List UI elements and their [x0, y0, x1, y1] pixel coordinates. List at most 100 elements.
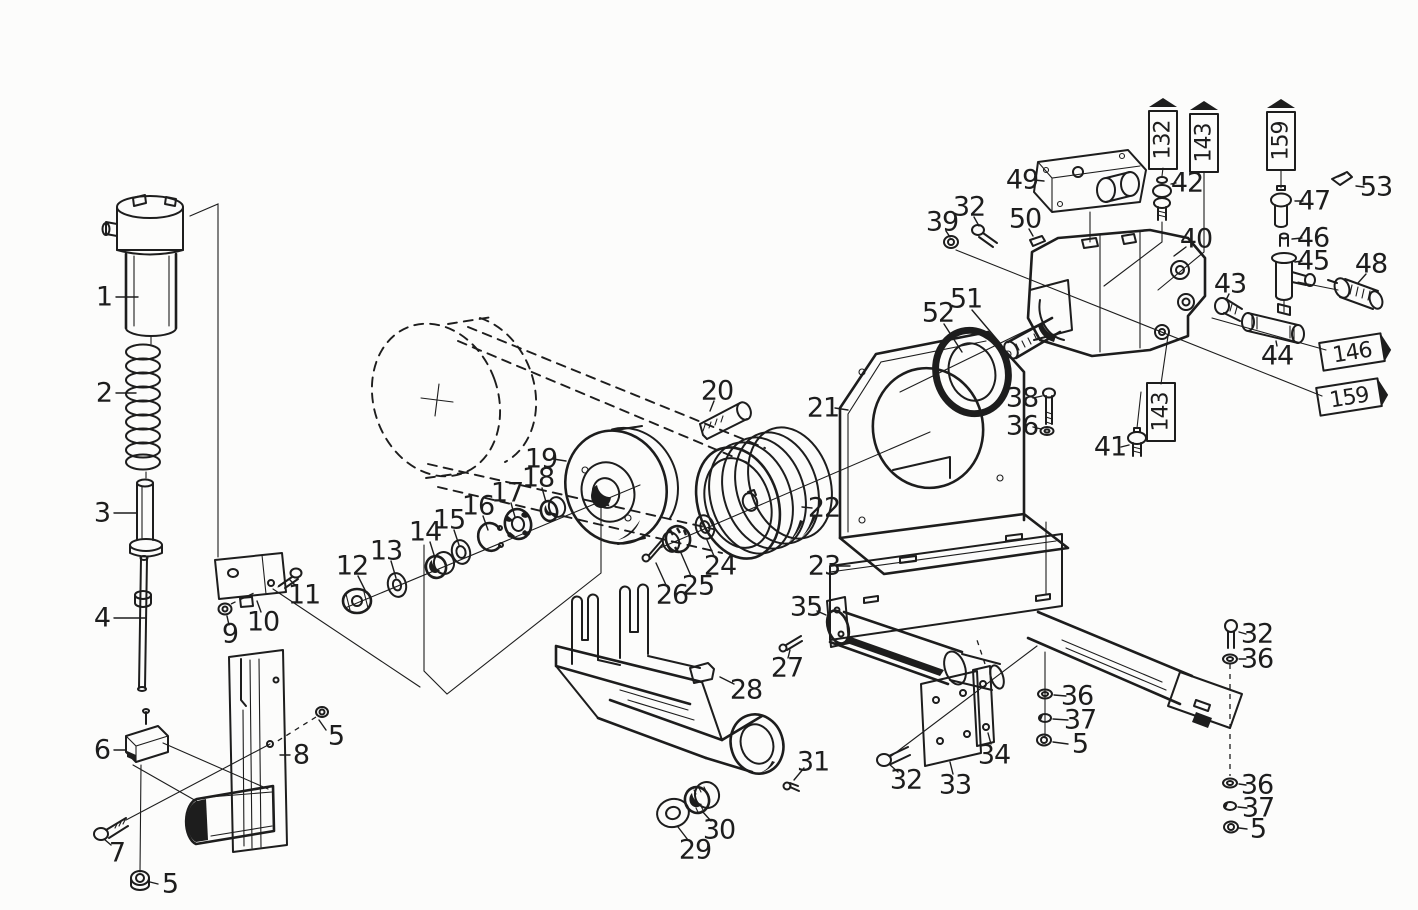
- pump-body-40: [1026, 228, 1207, 358]
- part-number-40-48: 40: [1180, 224, 1212, 255]
- leader-line: [971, 309, 1001, 344]
- leader-line: [943, 323, 963, 353]
- leader-line: [1173, 246, 1187, 257]
- washer-39: [943, 235, 959, 249]
- up-arrow-icon: [1149, 98, 1177, 107]
- part-number-48-56: 48: [1355, 249, 1387, 280]
- tie-rod: [134, 555, 152, 692]
- fitting-43: [1214, 297, 1243, 322]
- part-number-52-60: 52: [922, 298, 954, 329]
- leader-line: [429, 541, 436, 559]
- part-number-39-47: 39: [926, 207, 958, 238]
- fork-weldment: [554, 583, 785, 775]
- fitting-42: [1152, 176, 1172, 221]
- part-number-35-39: 35: [790, 592, 822, 623]
- part-number-19-21: 19: [525, 444, 557, 475]
- belt-lines: [427, 326, 766, 554]
- carrier-plate: [228, 649, 288, 853]
- bolt-32-arm: [1224, 619, 1238, 649]
- part-number-3-2: 3: [94, 498, 110, 529]
- part-number-38-46: 38: [1006, 383, 1038, 414]
- filter-bracket: [214, 552, 287, 608]
- cotter-pin-26: [641, 539, 664, 563]
- part-number-46-54: 46: [1297, 223, 1329, 254]
- leader-line: [1275, 340, 1278, 347]
- part-number-32-35: 32: [890, 765, 922, 796]
- part-number-24-26: 24: [704, 551, 736, 582]
- leader-line: [1237, 806, 1248, 809]
- leader-line: [834, 407, 849, 411]
- leader-line: [453, 529, 460, 546]
- leader-line: [289, 579, 298, 588]
- washer-13: [386, 572, 408, 598]
- part-number-23-25: 23: [808, 551, 840, 582]
- part-number-1-0: 1: [96, 282, 112, 313]
- hose-ref-number: 143: [1149, 393, 1174, 432]
- leader-line: [655, 562, 667, 586]
- washer-29: [656, 797, 690, 829]
- leader-line: [357, 575, 367, 593]
- insert-46: [1279, 232, 1289, 247]
- leader-line: [390, 560, 397, 579]
- lock-washer-37-center: [1038, 713, 1052, 723]
- fitting-48: [1327, 277, 1384, 310]
- part-number-26-28: 26: [656, 580, 688, 611]
- hose-ref-box-143-3: 143: [1146, 382, 1176, 442]
- washer-36-arm-top: [1222, 653, 1238, 665]
- hose-ref-number: 132: [1151, 121, 1176, 160]
- part-number-28-30: 28: [730, 675, 762, 706]
- leader-line: [1028, 228, 1034, 237]
- nut-5-plate: [315, 706, 329, 718]
- washer-36-arm-bottom: [1222, 777, 1238, 789]
- clip-53: [1331, 171, 1353, 186]
- part-number-36-41: 36: [1061, 681, 1093, 712]
- snap-ring-16: [476, 521, 504, 553]
- hose-ref-box-132-0: 132: [1148, 98, 1178, 170]
- clutch-drum: [563, 425, 679, 545]
- part-number-20-22: 20: [701, 376, 733, 407]
- leader-line: [709, 400, 715, 412]
- part-number-2-1: 2: [96, 378, 112, 409]
- leader-line: [552, 458, 567, 462]
- part-number-18-20: 18: [522, 463, 554, 494]
- part-number-43-51: 43: [1214, 269, 1246, 300]
- woodruff-key-50: [1029, 235, 1046, 247]
- mount-plate-33: [920, 670, 982, 767]
- part-number-32-34: 32: [953, 192, 985, 223]
- part-number-12-14: 12: [336, 551, 368, 582]
- bolt-7: [93, 817, 129, 841]
- part-number-14-16: 14: [409, 517, 441, 548]
- nut-12: [341, 587, 373, 615]
- fitting-41: [1127, 427, 1147, 457]
- part-number-36-42: 36: [1241, 644, 1273, 675]
- part-number-36-40: 36: [1006, 411, 1038, 442]
- strap-plate-34: [972, 665, 995, 747]
- leader-line: [787, 649, 791, 659]
- bushing-30: [683, 781, 721, 815]
- part-number-22-24: 22: [808, 493, 840, 524]
- part-number-30-32: 30: [703, 815, 735, 846]
- up-arrow-icon: [1190, 101, 1218, 110]
- hose-ref-number: 159: [1269, 122, 1294, 161]
- bearing-17: [503, 507, 533, 541]
- leader-line: [949, 761, 954, 775]
- control-valve-49: [1033, 149, 1147, 213]
- nut-5-arm: [1223, 820, 1239, 834]
- leader-line: [706, 539, 715, 557]
- washer-24: [694, 514, 716, 540]
- leader-line: [701, 810, 712, 822]
- leader-line: [680, 552, 692, 577]
- leader-line: [1052, 718, 1069, 721]
- washer-36-center: [1037, 688, 1053, 700]
- part-number-16-18: 16: [462, 491, 494, 522]
- part-number-21-23: 21: [807, 393, 839, 424]
- part-number-5-5: 5: [328, 721, 344, 752]
- leader-line: [1052, 741, 1069, 745]
- leader-line: [318, 719, 327, 731]
- leader-line: [801, 506, 813, 509]
- part-number-6-8: 6: [94, 735, 110, 766]
- leader-line: [1291, 237, 1303, 240]
- spacer-18: [539, 496, 567, 523]
- leader-line: [816, 610, 827, 616]
